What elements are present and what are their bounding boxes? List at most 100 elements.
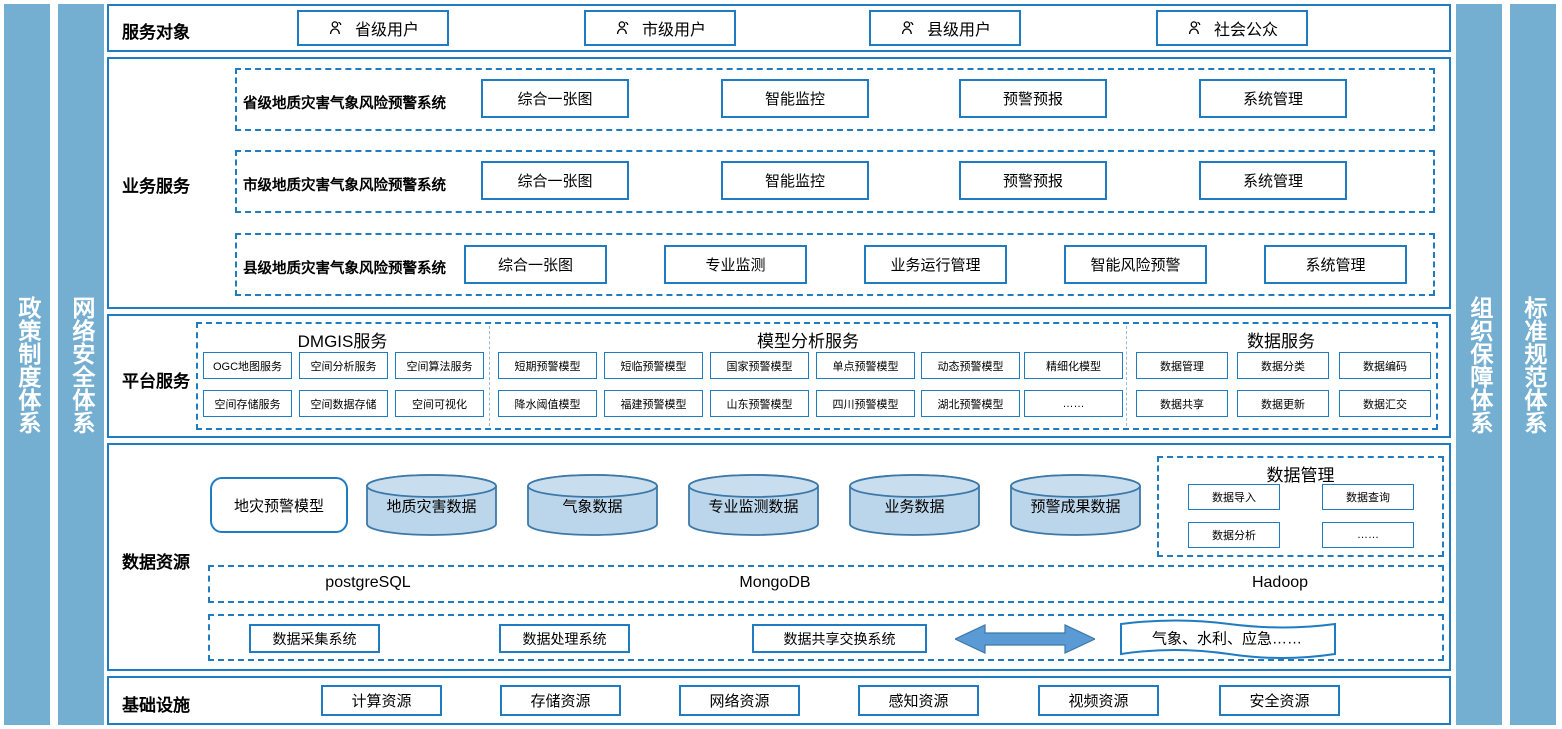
database-hadoop: Hadoop xyxy=(1251,574,1309,591)
layer-business-services-label: 业务服务 xyxy=(122,177,190,196)
database-row-container xyxy=(208,565,1444,603)
sidebar-right-organization: 组织保障体系 xyxy=(1456,4,1502,725)
infrastructure-item-video[interactable]: 视频资源 xyxy=(1038,685,1159,716)
service-object-public[interactable]: 社会公众 xyxy=(1156,10,1308,46)
platform-group-divider-2 xyxy=(1126,326,1127,426)
business-item-county-1[interactable]: 综合一张图 xyxy=(464,245,607,284)
platform-model-item-10[interactable]: 四川预警模型 xyxy=(816,390,915,417)
cylinder-geohazard-data[interactable]: 地质灾害数据 xyxy=(365,473,498,537)
business-row-municipal xyxy=(235,150,1435,213)
platform-dmgis-item-4[interactable]: 空间存储服务 xyxy=(203,390,292,417)
database-mongodb: MongoDB xyxy=(739,574,811,591)
platform-dmgis-item-5[interactable]: 空间数据存储 xyxy=(299,390,388,417)
platform-model-item-1[interactable]: 短期预警模型 xyxy=(498,352,597,379)
business-row-county-title: 县级地质灾害气象风险预警系统 xyxy=(243,261,446,277)
platform-dmgis-item-3[interactable]: 空间算法服务 xyxy=(395,352,484,379)
business-item-county-3[interactable]: 业务运行管理 xyxy=(864,245,1007,284)
sidebar-right-standards-label: 标准规范体系 xyxy=(1520,295,1547,434)
layer-data-resources-label: 数据资源 xyxy=(122,553,190,572)
cylinder-label: 地质灾害数据 xyxy=(386,498,477,516)
business-item-provincial-3[interactable]: 预警预报 xyxy=(959,79,1107,118)
platform-dmgis-item-6[interactable]: 空间可视化 xyxy=(395,390,484,417)
infrastructure-item-security[interactable]: 安全资源 xyxy=(1219,685,1340,716)
platform-dmgis-item-1[interactable]: OGC地图服务 xyxy=(203,352,292,379)
user-icon xyxy=(899,19,918,38)
data-management-item-3[interactable]: 数据分析 xyxy=(1188,522,1280,548)
pipeline-processing-system[interactable]: 数据处理系统 xyxy=(499,624,630,653)
external-departments-doc[interactable]: 气象、水利、应急…… xyxy=(1117,618,1337,660)
service-object-label: 市级用户 xyxy=(641,22,706,39)
platform-groups-container xyxy=(196,322,1438,430)
sidebar-left-policy: 政策制度体系 xyxy=(4,4,50,725)
data-management-item-4[interactable]: …… xyxy=(1322,522,1414,548)
platform-model-item-6[interactable]: 精细化模型 xyxy=(1024,352,1123,379)
platform-model-item-8[interactable]: 福建预警模型 xyxy=(604,390,703,417)
platform-model-item-7[interactable]: 降水阈值模型 xyxy=(498,390,597,417)
platform-dataservice-item-6[interactable]: 数据汇交 xyxy=(1339,390,1431,417)
platform-group-dataservice-title: 数据服务 xyxy=(1247,332,1315,351)
cylinder-business-data[interactable]: 业务数据 xyxy=(848,473,981,537)
business-item-county-2[interactable]: 专业监测 xyxy=(664,245,807,284)
service-object-label: 县级用户 xyxy=(926,22,991,39)
service-object-provincial-user[interactable]: 省级用户 xyxy=(297,10,449,46)
business-item-county-5[interactable]: 系统管理 xyxy=(1264,245,1407,284)
platform-dmgis-item-2[interactable]: 空间分析服务 xyxy=(299,352,388,379)
platform-model-item-11[interactable]: 湖北预警模型 xyxy=(921,390,1020,417)
platform-model-item-5[interactable]: 动态预警模型 xyxy=(921,352,1020,379)
business-row-provincial-title: 省级地质灾害气象风险预警系统 xyxy=(243,96,446,112)
cylinder-warning-result-data[interactable]: 预警成果数据 xyxy=(1009,473,1142,537)
sidebar-left-network-security: 网络安全体系 xyxy=(58,4,104,725)
platform-dataservice-item-2[interactable]: 数据分类 xyxy=(1237,352,1329,379)
sidebar-right-organization-label: 组织保障体系 xyxy=(1466,295,1493,434)
cylinder-label: 业务数据 xyxy=(884,498,945,516)
business-item-municipal-3[interactable]: 预警预报 xyxy=(959,161,1107,200)
business-item-municipal-1[interactable]: 综合一张图 xyxy=(481,161,629,200)
business-item-provincial-2[interactable]: 智能监控 xyxy=(721,79,869,118)
data-management-item-2[interactable]: 数据查询 xyxy=(1322,484,1414,510)
cylinder-label: 专业监测数据 xyxy=(708,498,799,516)
platform-model-item-3[interactable]: 国家预警模型 xyxy=(710,352,809,379)
business-item-municipal-2[interactable]: 智能监控 xyxy=(721,161,869,200)
business-row-provincial xyxy=(235,68,1435,131)
user-icon xyxy=(327,19,346,38)
platform-model-item-12[interactable]: …… xyxy=(1024,390,1123,417)
business-item-municipal-4[interactable]: 系统管理 xyxy=(1199,161,1347,200)
platform-dataservice-item-5[interactable]: 数据更新 xyxy=(1237,390,1329,417)
platform-model-item-2[interactable]: 短临预警模型 xyxy=(604,352,703,379)
data-pipeline-container xyxy=(208,614,1444,661)
platform-model-item-9[interactable]: 山东预警模型 xyxy=(710,390,809,417)
data-management-item-1[interactable]: 数据导入 xyxy=(1188,484,1280,510)
business-row-municipal-title: 市级地质灾害气象风险预警系统 xyxy=(243,178,446,194)
infrastructure-item-sensing[interactable]: 感知资源 xyxy=(858,685,979,716)
database-postgresql: postgreSQL xyxy=(325,574,411,591)
business-item-provincial-4[interactable]: 系统管理 xyxy=(1199,79,1347,118)
data-management-container xyxy=(1157,456,1444,557)
infrastructure-item-network[interactable]: 网络资源 xyxy=(679,685,800,716)
platform-group-divider-1 xyxy=(489,326,490,426)
data-model-box[interactable]: 地灾预警模型 xyxy=(210,477,348,533)
cylinder-meteorological-data[interactable]: 气象数据 xyxy=(526,473,659,537)
platform-model-item-4[interactable]: 单点预警模型 xyxy=(816,352,915,379)
platform-dataservice-item-4[interactable]: 数据共享 xyxy=(1136,390,1228,417)
service-object-county-user[interactable]: 县级用户 xyxy=(869,10,1021,46)
platform-group-model-title: 模型分析服务 xyxy=(757,332,859,351)
pipeline-sharing-exchange-system[interactable]: 数据共享交换系统 xyxy=(752,624,927,653)
platform-dataservice-item-1[interactable]: 数据管理 xyxy=(1136,352,1228,379)
layer-platform-services-label: 平台服务 xyxy=(122,372,190,391)
cylinder-professional-monitoring-data[interactable]: 专业监测数据 xyxy=(687,473,820,537)
sidebar-right-standards: 标准规范体系 xyxy=(1510,4,1556,725)
business-item-county-4[interactable]: 智能风险预警 xyxy=(1064,245,1207,284)
platform-group-dmgis-title: DMGIS服务 xyxy=(297,332,388,351)
pipeline-collection-system[interactable]: 数据采集系统 xyxy=(249,624,380,653)
layer-service-objects-label: 服务对象 xyxy=(122,23,190,42)
business-item-provincial-1[interactable]: 综合一张图 xyxy=(481,79,629,118)
sidebar-left-policy-label: 政策制度体系 xyxy=(14,295,41,434)
sidebar-left-network-security-label: 网络安全体系 xyxy=(68,295,95,434)
infrastructure-item-storage[interactable]: 存储资源 xyxy=(500,685,621,716)
service-object-municipal-user[interactable]: 市级用户 xyxy=(584,10,736,46)
platform-dataservice-item-3[interactable]: 数据编码 xyxy=(1339,352,1431,379)
cylinder-label: 气象数据 xyxy=(562,498,623,516)
infrastructure-item-compute[interactable]: 计算资源 xyxy=(321,685,442,716)
layer-infrastructure-label: 基础设施 xyxy=(122,696,190,715)
